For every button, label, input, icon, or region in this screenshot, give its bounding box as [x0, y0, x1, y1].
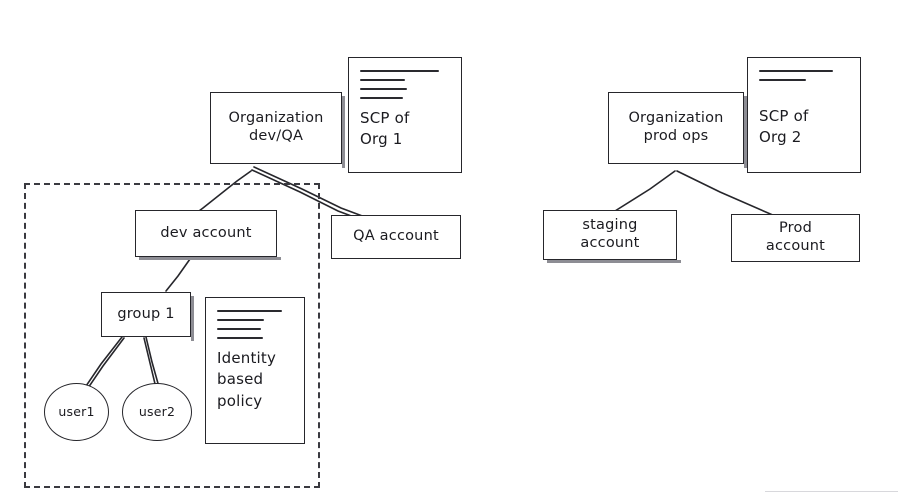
node-organization-prod-ops[interactable]: Organization prod ops: [608, 92, 744, 164]
doc-scp-of-org-1-line1: SCP of: [360, 109, 410, 127]
node-user-2[interactable]: user2: [122, 383, 192, 441]
doc-identity-based-policy-line1: Identity: [217, 349, 277, 367]
doc-identity-based-policy-placeholder-lines: [217, 310, 293, 339]
doc-scp-of-org-2-line2: Org 2: [759, 128, 802, 147]
node-group-1-label: group 1: [117, 305, 175, 322]
node-staging-account-line1: staging: [582, 217, 638, 234]
node-organization-prod-ops-line2: prod ops: [643, 128, 709, 144]
edge-org-prodops-to-prod-account: [676, 170, 776, 217]
edge-group1-to-user1-double: [85, 337, 125, 392]
node-prod-account-line2: account: [765, 238, 826, 254]
node-group-1-shadow: [191, 296, 194, 341]
footer-rule: [765, 491, 898, 492]
doc-scp-of-org-1[interactable]: SCP of Org 1: [348, 57, 462, 173]
edge-dev-account-to-group1: [165, 258, 191, 292]
node-organization-prod-ops-line1: Organization: [628, 110, 724, 127]
edge-group1-to-user2: [143, 337, 157, 389]
node-dev-account[interactable]: dev account: [135, 210, 277, 257]
edge-org-devqa-to-qa-account-double: [253, 166, 366, 218]
doc-scp-of-org-2-placeholder-lines: [759, 70, 849, 81]
doc-identity-based-policy-line2: based: [217, 370, 264, 389]
doc-identity-based-policy[interactable]: Identity based policy: [205, 297, 305, 444]
node-prod-account-line1: Prod: [778, 220, 812, 237]
edge-group1-to-user2-double: [145, 336, 160, 388]
node-staging-account-shadow: [547, 260, 681, 263]
doc-identity-based-policy-line3: policy: [217, 391, 263, 410]
node-organization-dev-qa-line2: dev/QA: [248, 128, 304, 144]
node-organization-dev-qa[interactable]: Organization dev/QA: [210, 92, 342, 164]
node-organization-dev-qa-shadow: [342, 96, 345, 168]
node-dev-account-shadow: [139, 257, 281, 260]
doc-identity-based-policy-label: Identity based policy: [217, 349, 276, 410]
doc-scp-of-org-1-placeholder-lines: [360, 70, 450, 99]
node-organization-prod-ops-shadow: [744, 96, 747, 168]
dev-account-boundary: [24, 183, 320, 488]
node-qa-account-label: QA account: [353, 228, 439, 245]
node-user-1[interactable]: user1: [44, 383, 109, 441]
node-group-1[interactable]: group 1: [101, 292, 191, 337]
doc-scp-of-org-2[interactable]: SCP of Org 2: [747, 57, 861, 173]
node-dev-account-label: dev account: [160, 224, 252, 241]
node-staging-account[interactable]: staging account: [543, 210, 677, 260]
node-staging-account-line2: account: [580, 235, 640, 251]
node-organization-dev-qa-line1: Organization: [228, 110, 324, 127]
doc-scp-of-org-2-line1: SCP of: [759, 107, 809, 125]
node-user-1-label: user1: [58, 404, 95, 420]
doc-scp-of-org-1-label: SCP of Org 1: [360, 109, 409, 149]
edge-group1-to-user1: [83, 336, 123, 390]
node-prod-account[interactable]: Prod account: [731, 214, 860, 262]
node-qa-account[interactable]: QA account: [331, 215, 461, 259]
doc-scp-of-org-2-label: SCP of Org 2: [759, 107, 808, 147]
doc-scp-of-org-1-line2: Org 1: [360, 130, 403, 149]
edge-org-prodops-to-staging-account: [614, 170, 676, 212]
node-user-2-label: user2: [138, 404, 176, 420]
